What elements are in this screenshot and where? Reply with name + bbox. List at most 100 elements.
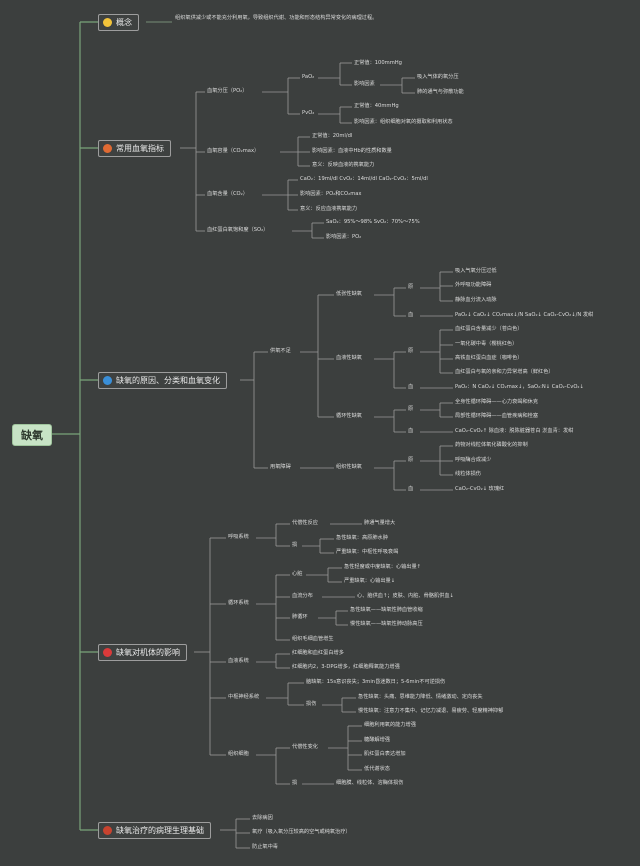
so2-normal: SaO₂：95%～98% SvO₂：70%～75%	[326, 219, 420, 225]
hemic-cause-2: 一氧化碳中毒（樱桃红色）	[455, 341, 518, 347]
blood-distribution-node[interactable]: 血流分布	[292, 593, 313, 599]
hypotonic-blood-oxygen[interactable]: 血	[408, 312, 414, 318]
cmax-factor: 影响因素：血液中Hb的性质和数量	[312, 148, 392, 154]
hemic-node[interactable]: 血液性缺氧	[336, 355, 362, 361]
flag-icon	[103, 648, 112, 657]
blood-system-2: 红细胞内2，3-DPG增多，红细胞释氧能力增强	[292, 664, 400, 670]
co2-node[interactable]: 血氧含量（CO₂）	[207, 191, 248, 197]
pao2-node[interactable]: PaO₂	[302, 74, 315, 80]
cmax-node[interactable]: 血氧容量（CO₂max）	[207, 148, 260, 154]
co2-factor: 影响因素：PO₂和CO₂max	[300, 191, 362, 197]
flag-icon	[103, 144, 112, 153]
respiratory-injury-1: 急性缺氧：高原肺水肿	[336, 535, 388, 541]
respiratory-compensation[interactable]: 代偿性反应	[292, 520, 318, 526]
node-causes-classification-label: 缺氧的原因、分类和血氧变化	[116, 376, 220, 385]
node-effects-on-body-label: 缺氧对机体的影响	[116, 648, 180, 657]
respiratory-node[interactable]: 呼吸系统	[228, 534, 249, 540]
tissue-injury-1: 细胞膜、线粒体、溶酶体损伤	[336, 780, 404, 786]
hypotonic-cause[interactable]: 原	[408, 284, 414, 290]
heart-2: 严重缺氧：心输出量↓	[344, 578, 396, 584]
node-concept[interactable]: 概念	[98, 14, 139, 31]
flag-icon	[103, 826, 112, 835]
so2-node[interactable]: 血红蛋白氧饱和度（SO₂）	[207, 227, 269, 233]
pao2-factor-2: 肺的通气与弥散功能	[417, 89, 464, 95]
pvo2-node[interactable]: PvO₂	[302, 110, 315, 116]
histogenous-cause[interactable]: 原	[408, 457, 414, 463]
respiratory-injury-2: 严重缺氧：中枢性呼吸衰竭	[336, 549, 399, 555]
cns-injury-1: 急性缺氧：头痛、思维能力降低、情绪激动、定向丧失	[358, 694, 483, 700]
pao2-normal: 正常值：100mmHg	[354, 60, 402, 66]
hemic-blood-oxygen[interactable]: 血	[408, 384, 414, 390]
blood-system-1: 红细胞和血红蛋白增多	[292, 650, 344, 656]
circulatory-cause-2: 局部性循环障碍——血管疾病和栓塞	[455, 413, 539, 419]
node-treatment-basis-label: 缺氧治疗的病理生理基础	[116, 826, 204, 835]
po2-node[interactable]: 血氧分压（PO₂）	[207, 88, 248, 94]
cns-injury-node[interactable]: 损伤	[306, 701, 317, 707]
supply-node[interactable]: 供氧不足	[270, 348, 291, 354]
hemic-cause[interactable]: 原	[408, 348, 414, 354]
cns-1: 脑缺氧：15s意识丧失；3min昏迷数日；5-6min不可逆损伤	[306, 679, 446, 685]
treatment-2: 氧疗（吸入氧分压较高的空气或纯氧治疗）	[252, 829, 351, 835]
concept-definition: 组织氧供减少或不能充分利用氧，导致组织代谢、功能和形态结构异常变化的病理过程。	[175, 15, 378, 21]
treatment-3: 防止氧中毒	[252, 844, 278, 850]
histogenous-blood-oxygen-text: CaO₂-CvO₂↓ 玫瑰红	[455, 486, 505, 492]
pulmonary-1: 急性缺氧——缺氧性肺血管收缩	[350, 607, 423, 613]
tissue-injury-node[interactable]: 损	[292, 780, 298, 786]
node-effects-on-body[interactable]: 缺氧对机体的影响	[98, 644, 187, 661]
pvo2-factors: 影响因素：组织细胞对氧的摄取和利用状态	[354, 119, 453, 125]
hypotonic-cause-2: 外呼吸功能障碍	[455, 282, 492, 288]
tissue-compensation-2: 糖酵解增强	[364, 737, 390, 743]
circulatory-blood-oxygen-text: CaO₂-CvO₂↑ 除血液：脱陈脏器苍白 淤血青：发绀	[455, 428, 574, 434]
node-treatment-basis[interactable]: 缺氧治疗的病理生理基础	[98, 822, 211, 839]
tissue-cell-node[interactable]: 组织细胞	[228, 751, 249, 757]
diamond-icon	[103, 18, 112, 27]
circulatory-blood-oxygen[interactable]: 血	[408, 428, 414, 434]
hypotonic-node[interactable]: 低张性缺氧	[336, 291, 362, 297]
utilization-node[interactable]: 用氧障碍	[270, 464, 291, 470]
hemic-cause-4: 血红蛋白与氧的亲和力异常增高（鲜红色）	[455, 369, 554, 375]
blood-distribution-1: 心、脑供血↑；皮肤、内脏、骨骼肌供血↓	[357, 593, 454, 599]
histogenous-cause-2: 呼吸酶合成减少	[455, 457, 492, 463]
pvo2-normal: 正常值：40mmHg	[354, 103, 399, 109]
blood-system-node[interactable]: 血液系统	[228, 658, 249, 664]
so2-factor: 影响因素：PO₂	[326, 234, 362, 240]
circulatory-cause[interactable]: 原	[408, 406, 414, 412]
tissue-compensation-3: 肌红蛋白表达增加	[364, 751, 406, 757]
histogenous-cause-3: 线粒体损伤	[455, 471, 481, 477]
cns-node[interactable]: 中枢神经系统	[228, 694, 260, 700]
hypotonic-cause-1: 吸入气氧分压过低	[455, 268, 497, 274]
histogenous-node[interactable]: 组织性缺氧	[336, 464, 362, 470]
heart-1: 急性轻度或中度缺氧：心输出量↑	[344, 564, 421, 570]
respiratory-compensation-1: 肺通气量增大	[364, 520, 396, 526]
root-node[interactable]: 缺氧	[12, 424, 52, 446]
cmax-normal: 正常值：20ml/dl	[312, 133, 353, 139]
pao2-factors[interactable]: 影响因素	[354, 81, 375, 87]
co2-normal: CaO₂：19ml/dl CvO₂：14ml/dl CaO₂-CvO₂：5ml/…	[300, 176, 428, 182]
heart-node[interactable]: 心脏	[292, 571, 303, 577]
pulmonary-2: 慢性缺氧——缺氧性肺动脉高压	[350, 621, 423, 627]
cmax-meaning: 意义：反映血液的携氧能力	[312, 162, 375, 168]
node-concept-label: 概念	[116, 18, 132, 27]
circulatory-node[interactable]: 循环性缺氧	[336, 413, 362, 419]
tissue-compensation-node[interactable]: 代偿性变化	[292, 744, 318, 750]
circulatory-system-node[interactable]: 循环系统	[228, 600, 249, 606]
node-causes-classification[interactable]: 缺氧的原因、分类和血氧变化	[98, 372, 227, 389]
node-blood-oxygen-indexes-label: 常用血氧指标	[116, 144, 164, 153]
respiratory-injury[interactable]: 损	[292, 542, 298, 548]
hemic-blood-oxygen-text: PaO₂：N CaO₂↓ CO₂max↓，SaO₂:N↓ CaO₂-CvO₂↓	[455, 384, 584, 390]
hemic-cause-1: 血红蛋白含量减少（苍白色）	[455, 326, 523, 332]
gem-icon	[103, 376, 112, 385]
hypotonic-cause-3: 静脉血分流入动脉	[455, 297, 497, 303]
co2-meaning: 意义：反应血液携氧能力	[300, 206, 358, 212]
hypotonic-blood-oxygen-text: PaO₂↓ CaO₂↓ CO₂max↓/N SaO₂↓ CaO₂-CvO₂↓/N…	[455, 312, 594, 318]
tissue-compensation-4: 低代谢状态	[364, 766, 390, 772]
circulatory-cause-1: 全身性循环障碍——心力衰竭和休克	[455, 399, 539, 405]
pulmonary-circulation-node[interactable]: 肺循环	[292, 614, 308, 620]
histogenous-blood-oxygen[interactable]: 血	[408, 486, 414, 492]
node-blood-oxygen-indexes[interactable]: 常用血氧指标	[98, 140, 171, 157]
tissue-compensation-1: 细胞利用氧的能力增强	[364, 722, 416, 728]
pao2-factor-1: 吸入气体的氧分压	[417, 74, 459, 80]
capillary-proliferation: 组织毛细血管增生	[292, 636, 334, 642]
hemic-cause-3: 高铁血红蛋白血症（咖啡色）	[455, 355, 523, 361]
